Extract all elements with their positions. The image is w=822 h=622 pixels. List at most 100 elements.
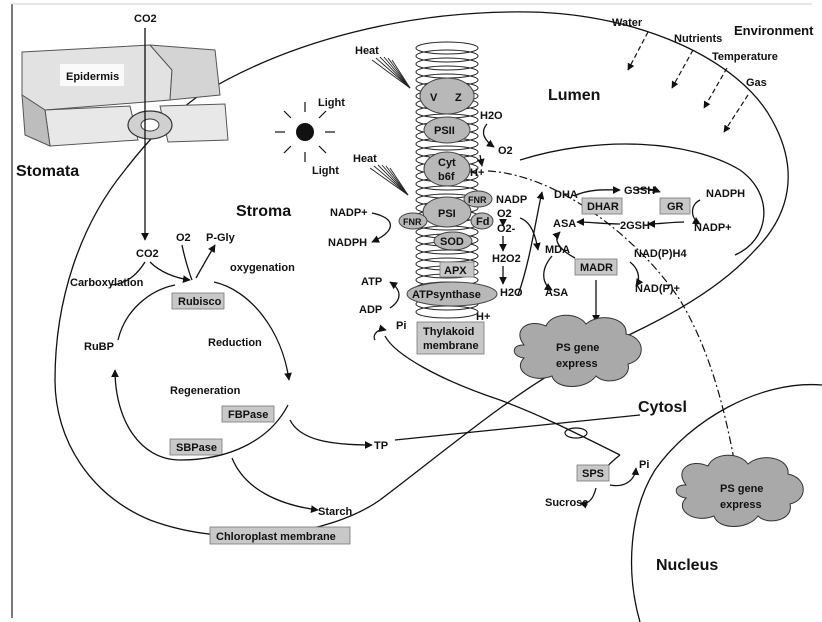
ps-gene-cloud-nucleus [675, 454, 804, 527]
madr-label: MADR [580, 262, 613, 274]
gssh-label: GSSH [624, 185, 655, 197]
atp-synthase-complex [406, 281, 498, 307]
heat-rays-bottom [369, 164, 409, 196]
nadp-right-label: NADP [496, 194, 527, 206]
thylakoid-line1: Thylakoid [423, 326, 474, 338]
dha-label: DHA [554, 189, 578, 201]
cyt-label: Cyt [438, 157, 456, 169]
o2-calvin-label: O2 [176, 232, 191, 244]
sps-box [576, 464, 610, 482]
fbpase-label: FBPase [228, 409, 268, 421]
psii-complex [423, 116, 471, 144]
sbpase-box [169, 438, 223, 456]
pi-import-arrow [373, 324, 387, 341]
heat-rays-top [371, 56, 411, 89]
sps-pi-arrow [609, 467, 640, 487]
stomata-pore [127, 110, 173, 140]
water-label: Water [612, 17, 643, 29]
calvin-cycle-arrows [109, 244, 373, 513]
adp-label: ADP [359, 304, 382, 316]
nadp-paren-label: NAD(P)+ [635, 283, 680, 295]
mda-label: MDA [545, 244, 570, 256]
co2-top-label: CO2 [134, 13, 157, 25]
fnr-top-complex [463, 190, 493, 208]
water-split-arrow [482, 123, 495, 148]
stomata-label: Stomata [16, 163, 79, 180]
nadph-left-label: NADPH [328, 237, 367, 249]
pi-return-line [384, 335, 621, 456]
light-label-bottom: Light [312, 165, 339, 177]
fnr-left-label: FNR [403, 217, 422, 227]
gr-box [659, 197, 691, 215]
nucleus-label: Nucleus [656, 557, 718, 574]
h-plus-release-arrow [476, 154, 485, 167]
light-label-top: Light [318, 97, 345, 109]
asa-top-label: ASA [553, 218, 576, 230]
heat-label-bottom: Heat [353, 153, 377, 165]
chloroplast-outline [54, 11, 789, 537]
nadp-reduction-arrow [371, 212, 391, 243]
gr-label: GR [667, 201, 684, 213]
sod-enzyme [433, 231, 473, 251]
heat-label-top: Heat [355, 45, 379, 57]
reduction-label: Reduction [208, 337, 262, 349]
thylakoid-line2: membrane [423, 340, 479, 352]
ps-gene-line2-chloro: express [556, 358, 598, 370]
retrograde-signal-arrow [487, 170, 738, 466]
rubisco-label: Rubisco [178, 296, 222, 308]
sucrose-arrow [579, 487, 597, 509]
fd-label: Fd [476, 216, 489, 228]
nadp-plus-right-label: NADP+ [694, 222, 732, 234]
ps-gene-cloud-chloroplast [513, 314, 642, 387]
psii-label: PSII [434, 125, 455, 137]
o2-psi-label: O2 [497, 208, 512, 220]
asa-bottom-label: ASA [545, 287, 568, 299]
regeneration-label: Regeneration [170, 385, 241, 397]
stroma-label: Stroma [236, 203, 291, 220]
sod-label: SOD [440, 236, 464, 248]
h-plus-stroma-label: H+ [476, 311, 490, 323]
gsh2-label: 2GSH [620, 220, 650, 232]
fnr-left-complex [398, 212, 428, 230]
fnr-top-label: FNR [468, 195, 487, 205]
cyt-b6f-complex [423, 151, 471, 187]
v-label: V [430, 92, 438, 104]
epidermis-label: Epidermis [66, 71, 119, 83]
dhar-label: DHAR [587, 201, 619, 213]
nutrients-label: Nutrients [674, 33, 722, 45]
thylakoid-membrane-box [416, 321, 485, 355]
psi-complex [422, 196, 472, 228]
atp-synthase-label: ATPsynthase [412, 289, 481, 301]
tp-export-line [394, 414, 641, 441]
h2o2-label: H2O2 [492, 253, 521, 265]
nadph-right-label: NADPH [706, 188, 745, 200]
ascorbate-cycle-arrows [517, 185, 701, 323]
vz-cycle-ellipse [419, 77, 475, 115]
pi-cytosol-label: Pi [639, 459, 649, 471]
p-gly-label: P-Gly [206, 232, 236, 244]
chloroplast-membrane-label: Chloroplast membrane [216, 531, 336, 543]
rubisco-box [171, 292, 225, 310]
atp-label: ATP [361, 276, 382, 288]
dhar-box [581, 197, 623, 215]
z-label: Z [455, 92, 462, 104]
chloroplast-membrane-box [209, 526, 351, 545]
pi-label-stroma: Pi [396, 320, 406, 332]
sucrose-label: Sucrose [545, 497, 588, 509]
nucleus-outline [630, 383, 822, 622]
ps-gene-line1-chloro: PS gene [556, 342, 599, 354]
h2o-stroma-label: H2O [500, 287, 523, 299]
temperature-label: Temperature [712, 51, 778, 63]
rubp-label: RuBP [84, 341, 114, 353]
oxygenation-label: oxygenation [230, 262, 295, 274]
epidermis-cells [21, 44, 229, 147]
madr-box [574, 258, 618, 276]
nadph4-label: NAD(P)H4 [634, 248, 687, 260]
apx-box [439, 261, 475, 278]
envelope-inner-loop [519, 143, 765, 256]
fbpase-box [221, 405, 275, 423]
sps-label: SPS [582, 468, 604, 480]
b6f-label: b6f [438, 171, 455, 183]
h-plus-lumen-label: H+ [470, 167, 484, 179]
